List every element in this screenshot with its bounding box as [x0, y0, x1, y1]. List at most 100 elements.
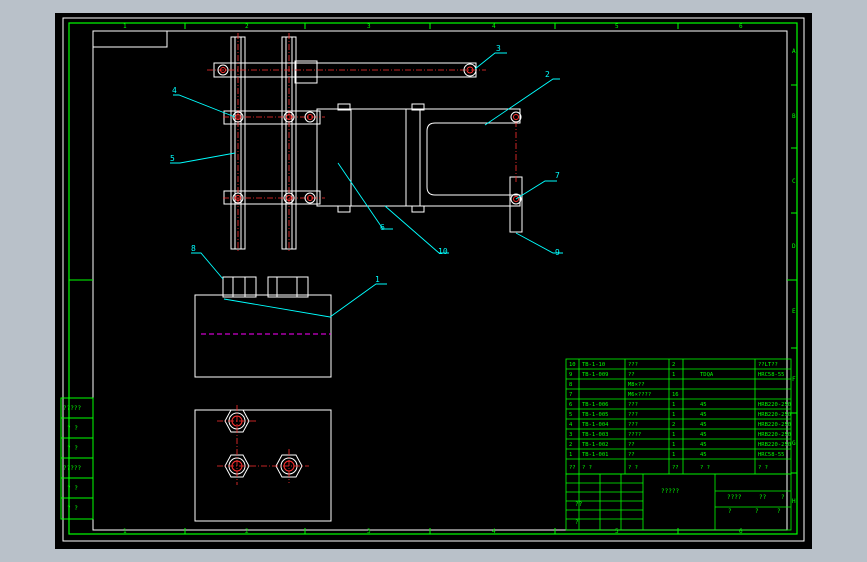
bom-cell: TB-1-004 [582, 422, 609, 428]
title-cell-7: ? [777, 508, 781, 515]
zone-bottom-4: 4 [492, 528, 496, 535]
zone-right-g: G [792, 440, 796, 447]
bom-cell: ?? [628, 442, 635, 448]
bom-cell: 4 [569, 422, 573, 428]
bom-cell: 45 [700, 412, 707, 418]
bom-cell: TDQA [700, 372, 714, 378]
title-cell-8: ? [575, 519, 579, 526]
callout-10: 10 [438, 247, 448, 256]
lower-crossbar [223, 190, 321, 205]
zone-top-6: 6 [739, 23, 743, 30]
zone-bottom-5: 5 [615, 528, 619, 535]
zone-top-2: 2 [245, 23, 249, 30]
bom-cell: TB-1-009 [582, 372, 609, 378]
bom-header-cell: ?? [672, 465, 679, 471]
zone-top-3: 3 [367, 23, 371, 30]
zone-top-4: 4 [492, 23, 496, 30]
title-cell-4: ?? [575, 501, 583, 508]
top-view [194, 409, 332, 522]
bom-cell: 16 [672, 392, 679, 398]
bom-cell: 10 [569, 362, 576, 368]
bom-cell: 5 [569, 412, 572, 418]
bom-cell: ??? [628, 412, 638, 418]
upper-crossbar [223, 110, 321, 125]
bom-cell: HRB220-250 [758, 442, 791, 448]
zone-right-h: H [792, 498, 796, 505]
top-view-plate [194, 409, 332, 522]
bom-cell: 1 [672, 412, 675, 418]
corner-box [92, 30, 168, 48]
bom-cell: 45 [700, 402, 707, 408]
bom-cell: TB-1-005 [582, 412, 609, 418]
bom-cell: 2 [672, 362, 675, 368]
cad-viewport[interactable]: 1 2 3 4 5 6 1 2 3 4 5 6 A B C D E F G H … [55, 13, 812, 549]
title-cell-1: ???? [727, 494, 742, 501]
zone-bottom-2: 2 [245, 528, 249, 535]
bom-cell: HRB220-250 [758, 422, 791, 428]
bom-cell: HRB220-250 [758, 412, 791, 418]
zone-top-1: 1 [123, 23, 127, 30]
drawing-title: ????? [661, 488, 679, 495]
title-block [565, 473, 792, 531]
pin-holes [217, 63, 522, 205]
zone-right-a: A [792, 48, 796, 55]
bom-cell: 1 [672, 432, 675, 438]
callout-3: 3 [496, 44, 501, 53]
title-cell-3: ? [781, 494, 785, 501]
sign-cell-4: ????? [63, 465, 81, 472]
bom-cell: 3 [569, 432, 572, 438]
sign-cell-3: ? ? [67, 445, 78, 452]
title-cell-5: ? [728, 508, 732, 515]
bom-table [565, 358, 792, 475]
bom-cell: HRC58-55 [758, 452, 785, 458]
callout-2: 2 [545, 70, 550, 79]
bom-cell: HRC58-55 [758, 372, 785, 378]
bom-header-cell: ? ? [582, 465, 592, 471]
bom-cell: TB-1-003 [582, 432, 609, 438]
gripper-arm [351, 108, 521, 207]
callout-6: 6 [380, 223, 385, 232]
cylinder-body [316, 108, 352, 207]
bom-cell: 7 [569, 392, 572, 398]
bom-cell: 2 [569, 442, 572, 448]
outer-border [62, 17, 805, 542]
bom-cell: 45 [700, 442, 707, 448]
bom-cell: TB-1-10 [582, 362, 605, 368]
bom-cell: ??? [628, 402, 638, 408]
bom-cell: 1 [569, 452, 572, 458]
zone-top-5: 5 [615, 23, 619, 30]
bom-cell: M6×???? [628, 392, 651, 398]
bom-cell: 2 [672, 422, 675, 428]
bom-cell: ??? [628, 422, 638, 428]
bom-cell: TB-1-002 [582, 442, 609, 448]
bom-header-cell: ? ? [758, 465, 768, 471]
base-block [194, 294, 332, 378]
bom-cell: HRB220-250 [758, 402, 791, 408]
bom-cell: ?? [628, 452, 635, 458]
sign-cell-2: ? ? [67, 425, 78, 432]
bom-cell: 1 [672, 402, 675, 408]
zone-right-f: F [792, 376, 796, 383]
bom-header-cell: ? ? [700, 465, 710, 471]
bom-cell: 45 [700, 452, 707, 458]
zone-bottom-6: 6 [739, 528, 743, 535]
callout-9: 9 [555, 248, 560, 257]
zone-right-d: D [792, 243, 796, 250]
bom-cell: ???? [628, 432, 641, 438]
callout-1: 1 [375, 275, 380, 284]
bom-cell: M8×?? [628, 382, 645, 388]
sign-cell-1: ????? [63, 405, 81, 412]
bom-cell: 1 [672, 372, 675, 378]
zone-bottom-1: 1 [123, 528, 127, 535]
bom-cell: TB-1-001 [582, 452, 609, 458]
front-view [194, 36, 523, 378]
title-cell-2: ?? [759, 494, 767, 501]
zone-right-c: C [792, 178, 796, 185]
sign-cell-5: ? ? [67, 485, 78, 492]
zone-right-b: B [792, 113, 796, 120]
callout-8: 8 [191, 244, 196, 253]
assembly-drawing: 1 2 3 4 5 6 1 2 3 4 5 6 A B C D E F G H … [60, 17, 805, 542]
bom-cell: HRB220-250 [758, 432, 791, 438]
bom-cell: TB-1-006 [582, 402, 609, 408]
